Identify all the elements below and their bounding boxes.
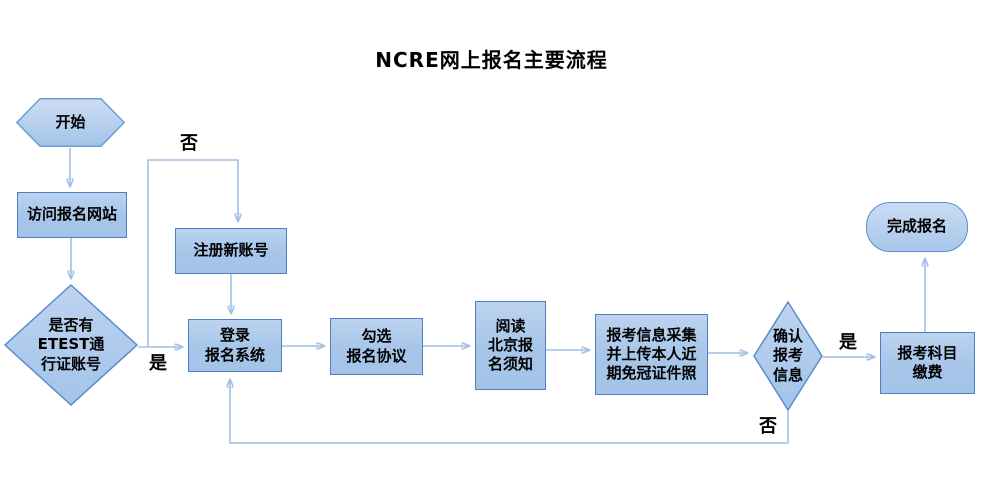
node-label-pay-fee: 报考科目 缴费 bbox=[897, 343, 958, 381]
node-start: 开始 bbox=[16, 98, 125, 147]
edge-confirm-no-to-login bbox=[230, 380, 789, 444]
node-visit-site: 访问报名网站 bbox=[17, 192, 127, 238]
decision-diamond-shape bbox=[4, 284, 138, 406]
decision-diamond-shape bbox=[753, 301, 823, 411]
node-label-has-etest-account: 是否有 ETEST通 行证账号 bbox=[37, 316, 105, 373]
edge-label-no-bottom: 否 bbox=[759, 416, 777, 437]
node-info-collection: 报考信息采集 并上传本人近 期免冠证件照 bbox=[595, 314, 708, 395]
node-register-account: 注册新账号 bbox=[175, 228, 287, 274]
node-label-check-agreement: 勾选 报名协议 bbox=[346, 327, 407, 365]
node-check-agreement: 勾选 报名协议 bbox=[330, 318, 423, 375]
node-login-system: 登录 报名系统 bbox=[188, 319, 282, 372]
node-label-login-system: 登录 报名系统 bbox=[204, 326, 265, 364]
edge-label-yes-left: 是 bbox=[149, 353, 167, 374]
node-confirm-info: 确认 报考 信息 bbox=[753, 301, 823, 411]
node-read-notice: 阅读 北京报 名须知 bbox=[475, 301, 546, 390]
edge-label-yes-right: 是 bbox=[839, 332, 857, 353]
node-label-confirm-info: 确认 报考 信息 bbox=[772, 327, 803, 384]
edge-label-no-top: 否 bbox=[180, 133, 198, 154]
node-label-finish: 完成报名 bbox=[886, 217, 947, 236]
node-label-register-account: 注册新账号 bbox=[193, 241, 269, 260]
node-label-visit-site: 访问报名网站 bbox=[26, 205, 117, 224]
node-label-start: 开始 bbox=[55, 112, 86, 131]
node-has-etest-account: 是否有 ETEST通 行证账号 bbox=[4, 284, 138, 406]
node-finish: 完成报名 bbox=[866, 202, 968, 252]
hexagon-shape bbox=[16, 98, 125, 147]
node-label-read-notice: 阅读 北京报 名须知 bbox=[487, 316, 533, 374]
edge-decision-no-to-register bbox=[147, 159, 238, 347]
node-label-info-collection: 报考信息采集 并上传本人近 期免冠证件照 bbox=[606, 325, 697, 383]
page-title: NCRE网上报名主要流程 bbox=[375, 48, 608, 72]
node-pay-fee: 报考科目 缴费 bbox=[880, 332, 975, 394]
